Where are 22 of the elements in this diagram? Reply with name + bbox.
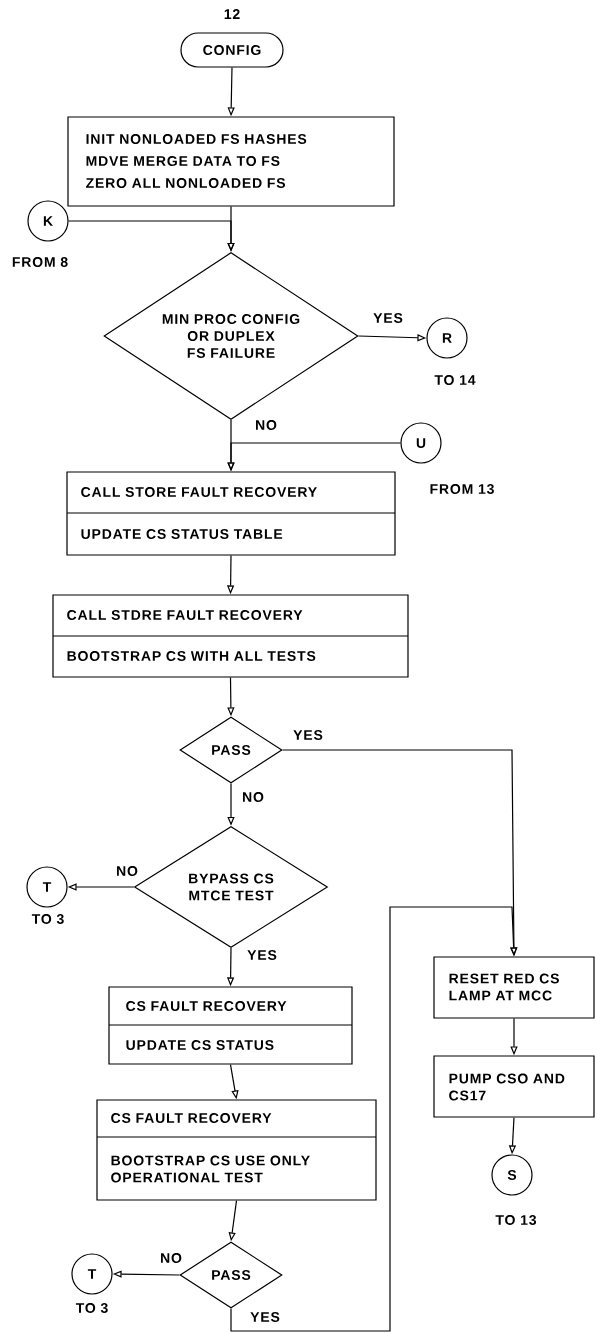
edge-label: YES [246,949,278,961]
connector-caption: TO 3 [31,914,64,924]
connector-caption: FROM 8 [12,257,68,267]
process-box: CALL STDRE FAULT RECOVERY BOOTSTRAP CS WITH ALL TESTS [52,594,409,678]
process-box: PUMP CSO AND CS17 [433,1055,595,1118]
edge-label: YES [292,729,324,741]
connector-caption: TO 14 [434,375,476,385]
process-box: CS FAULT RECOVERY UPDATE CS STATUS [108,986,353,1065]
process-box: INIT NONLOADED FS HASHES MDVE MERGE DATA TO FS ZERO ALL NONLOADED FS [67,116,395,207]
edge-label: NO [241,791,265,803]
terminal-box: CONFIG [180,32,284,68]
edge-label: YES [249,1311,281,1323]
edge-label: YES [372,312,404,324]
edge-label: NO [254,419,278,431]
connector-caption: TO 3 [75,1303,108,1313]
process-box: RESET RED CS LAMP AT MCC [433,956,595,1019]
arrow [230,906,518,1332]
connector-caption: 12 [224,9,240,19]
process-box: CS FAULT RECOVERY BOOTSTRAP CS USE ONLY OPERATIONAL TEST [96,1099,377,1201]
connector-caption: TO 13 [495,1215,537,1225]
connector-caption: FROM 13 [430,484,494,494]
process-box: CALL STORE FAULT RECOVERY UPDATE CS STATUS TABLE [66,471,396,556]
